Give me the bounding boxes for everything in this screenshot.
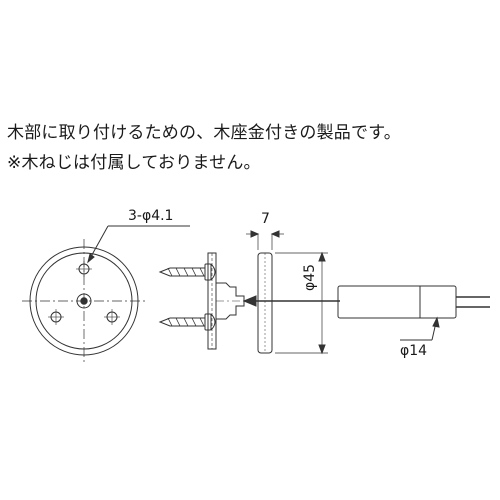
wood-screw-top (158, 263, 216, 281)
diameter-45-dimension (275, 251, 328, 355)
diameter-14-label: φ14 (400, 343, 428, 359)
washer-front-view (22, 239, 146, 363)
receiver-disc-side (257, 252, 273, 354)
diameter-14-leader (400, 316, 440, 341)
product-note-line-2: ※木ねじは付属しておりません。 (7, 153, 261, 173)
product-note-line-1: 木部に取り付けるための、木座金付きの製品です。 (7, 123, 401, 143)
wood-screw-bottom (158, 313, 216, 331)
cylinder-body (337, 285, 490, 319)
insertion-arrow (242, 295, 340, 307)
hole-spec-label: 3-φ4.1 (128, 208, 174, 224)
hole-spec-leader (87, 225, 190, 264)
diameter-45-label: φ45 (302, 263, 318, 291)
thickness-label: 7 (261, 211, 270, 227)
thickness-dimension (246, 230, 284, 250)
